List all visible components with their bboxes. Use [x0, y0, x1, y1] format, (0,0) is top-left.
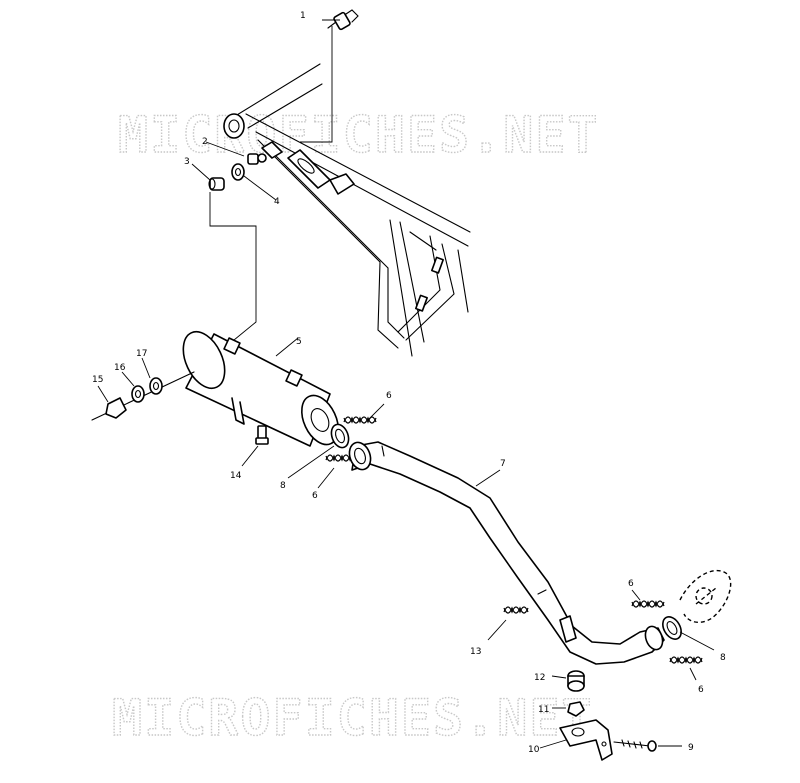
- bolt-9: [613, 739, 682, 752]
- muffler: [182, 330, 339, 447]
- callout-15: 15: [92, 375, 103, 385]
- callout-7: 7: [500, 459, 506, 469]
- gasket-8-upper: [287, 423, 350, 479]
- callout-17: 17: [136, 349, 147, 359]
- watermark-top: MICROFICHES.NET: [118, 106, 600, 164]
- callout-8-a: 8: [280, 481, 286, 491]
- exhaust-pipe: [348, 441, 665, 665]
- springs-6-lower: [487, 589, 703, 681]
- mount-hardware: [191, 141, 277, 341]
- callout-6-a: 6: [386, 391, 392, 401]
- bolt-14: [241, 425, 269, 467]
- bolt-1: [300, 9, 359, 143]
- callout-4: 4: [274, 197, 280, 207]
- gasket-8-lower: [662, 616, 715, 651]
- callout-1: 1: [300, 11, 306, 21]
- callout-8-b: 8: [720, 653, 726, 663]
- callout-6-b: 6: [312, 491, 318, 501]
- callout-9: 9: [688, 743, 694, 753]
- rubber-mount-12: [551, 670, 585, 692]
- watermark-bottom: MICROFICHES.NET: [112, 689, 594, 747]
- frame-assembly: [223, 63, 471, 357]
- callout-14: 14: [230, 471, 242, 481]
- callout-6-d: 6: [698, 685, 704, 695]
- callout-2: 2: [202, 137, 208, 147]
- engine-flange-dashed: [679, 569, 732, 624]
- springs-6-upper: [317, 403, 385, 489]
- bracket-10: [539, 719, 613, 761]
- callout-12: 12: [534, 673, 545, 683]
- callout-16: 16: [114, 363, 126, 373]
- callout-11: 11: [538, 705, 549, 715]
- callout-3: 3: [184, 157, 190, 167]
- mount-nut-washers: [91, 357, 195, 421]
- callout-10: 10: [528, 745, 540, 755]
- callout-13: 13: [470, 647, 481, 657]
- callout-5: 5: [296, 337, 302, 347]
- callout-6-c: 6: [628, 579, 634, 589]
- nut-11: [552, 701, 585, 717]
